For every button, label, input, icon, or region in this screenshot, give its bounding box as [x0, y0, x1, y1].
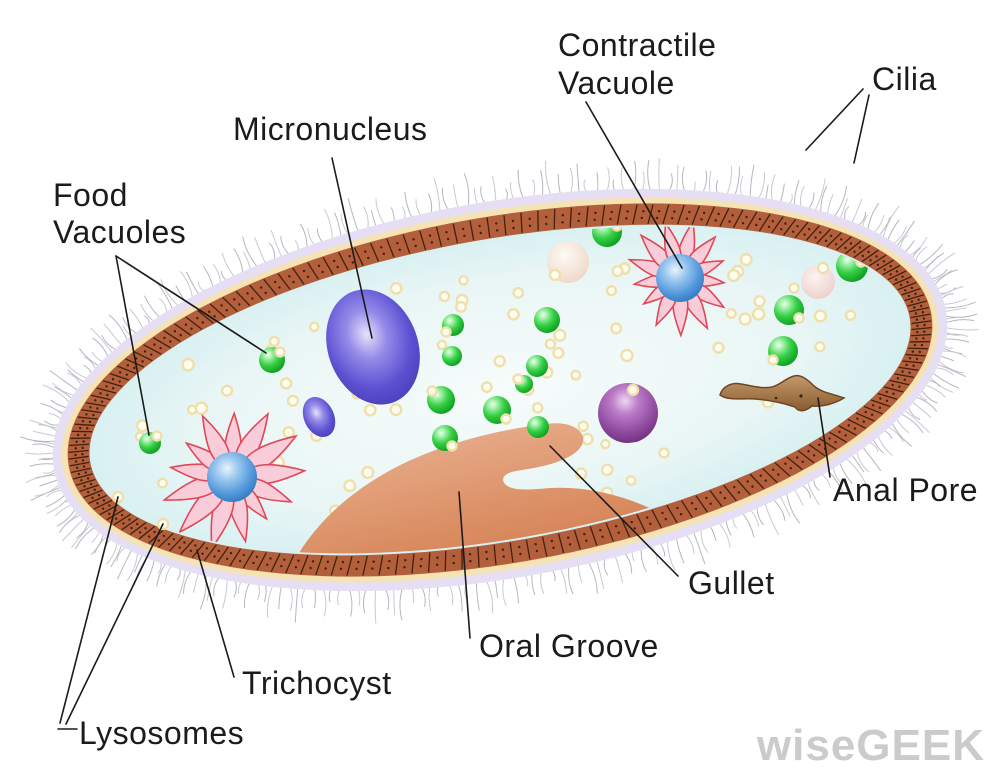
wisegeek-watermark: wiseGEEK: [756, 721, 985, 770]
oral-groove-label: Oral Groove: [479, 628, 659, 664]
macronucleus-body: [326, 289, 420, 405]
anal-pore-body: [719, 374, 846, 412]
lysosomes-line-1: [59, 496, 119, 724]
gullet-label: Gullet: [688, 565, 775, 601]
contractile-vacuole-star: [162, 410, 307, 551]
pale-vesicle: [801, 265, 835, 299]
contractile-vacuole-label-line2: Vacuole: [558, 65, 675, 101]
contractile-vacuole-sphere: [207, 452, 257, 502]
oral-groove-line: [458, 491, 471, 639]
food-vacuoles-line-2: [115, 255, 150, 436]
contractile-vacuole-sphere: [656, 254, 704, 302]
food-vacuole: [534, 307, 560, 333]
cilia-label: Cilia: [872, 61, 937, 97]
contractile-vacuole-line: [585, 101, 683, 269]
micronucleus-line: [331, 157, 373, 339]
trichocyst-label: Trichocyst: [242, 665, 392, 701]
lysosomes-line-2: [65, 523, 164, 725]
leader-lines: [57, 88, 870, 730]
contractile-vacuole-label-line1: Contractile: [558, 27, 716, 63]
purple-vesicle: [598, 383, 658, 443]
micronucleus-label: Micronucleus: [233, 111, 428, 147]
lysosome-target-dots: [111, 490, 170, 531]
food-vacuoles-line-1: [115, 255, 267, 354]
micronucleus-body: [302, 396, 336, 438]
food-vacuoles-label-line2: Vacuoles: [53, 214, 186, 250]
cell-body: [52, 188, 948, 592]
anal-pore-speck: [774, 396, 778, 400]
cilia-line-1: [805, 88, 864, 151]
food-vacuoles-label-line1: Food: [53, 177, 128, 213]
labels: Contractile Vacuole Cilia Micronucleus F…: [53, 27, 978, 751]
cilia-line-2: [853, 94, 870, 164]
lysosomes-label: Lysosomes: [79, 715, 244, 751]
gullet-line: [549, 445, 679, 577]
food-vacuole: [442, 346, 462, 366]
food-vacuole: [526, 355, 548, 377]
anal-pore-line: [817, 397, 831, 478]
pellicle-ticks: [68, 204, 932, 576]
contractile-vacuole-star: [627, 219, 727, 338]
anal-pore-label: Anal Pore: [833, 472, 978, 508]
anal-pore: [719, 374, 846, 412]
food-vacuole: [527, 416, 549, 438]
anal-pore-speck: [799, 394, 803, 398]
trichocyst-line: [196, 549, 235, 678]
